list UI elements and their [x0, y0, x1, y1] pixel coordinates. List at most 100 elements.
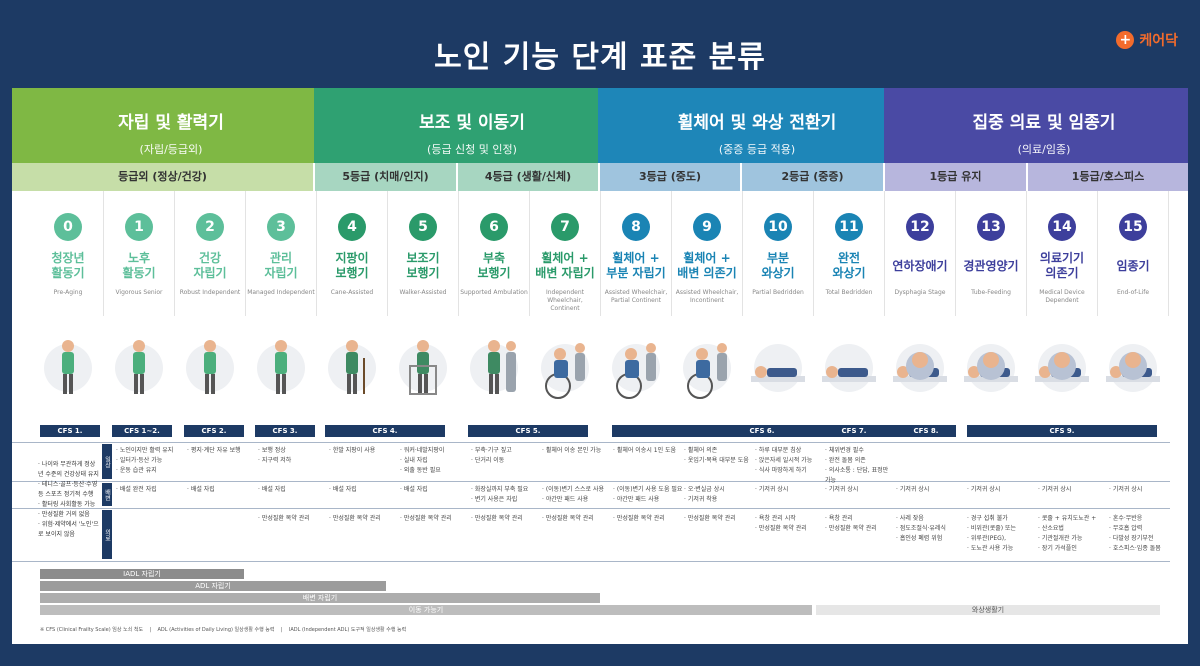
- toilet-bar: 배변 자립기: [40, 593, 600, 603]
- stage-english-name: Assisted Wheelchair, Partial Continent: [604, 289, 668, 304]
- stage-name: 지팡이 보행기: [335, 251, 369, 280]
- medical-cell: · 만성질환 복약 관리: [471, 515, 523, 522]
- elder-illustration: [104, 328, 174, 408]
- grade-label: 2등급 (중증): [742, 163, 885, 191]
- iadl-bar: IADL 자립기: [40, 569, 244, 579]
- phase-title: 휠체어 및 와상 전환기: [677, 113, 837, 133]
- stage-english-name: Medical Device Dependent: [1039, 289, 1085, 304]
- toilet-cell: · 배설 자립: [400, 486, 428, 493]
- daily-cell: · 휠체어 이송 본인 가능: [542, 447, 602, 454]
- elder-illustration: [317, 328, 387, 408]
- phase-header: 자립 및 활력기 (자립/등급외) 보조 및 이동기 (등급 신청 및 인정) …: [12, 88, 1188, 163]
- phase-subtitle: (자립/등급외): [139, 143, 203, 156]
- toilet-cell: · 기저귀 상시: [896, 486, 930, 493]
- stage-number: 15: [1119, 213, 1147, 241]
- daily-cell: · 휠체어 이송시 1인 도움: [613, 447, 677, 454]
- medical-cell: · 만성질환 복약 관리: [329, 515, 381, 522]
- toilet-cell: · 배설 자립: [187, 486, 215, 493]
- row-tag-toilet: 배변: [102, 483, 112, 506]
- stage-name: 청장년 활동기: [51, 251, 85, 280]
- phase-assisted: 보조 및 이동기 (등급 신청 및 인정): [314, 88, 614, 163]
- elder-illustration: [885, 328, 955, 408]
- footnote: ※ CFS (Clinical Frailty Scale) 임상 노쇠 척도 …: [40, 627, 407, 633]
- stage-number: 8: [622, 213, 650, 241]
- stage-name: 휠체어 + 부분 자립기: [606, 251, 666, 280]
- grade-label: 5등급 (치매/인지): [315, 163, 458, 191]
- stage-number: 1: [125, 213, 153, 241]
- page-title: 노인 기능 단계 표준 분류: [434, 40, 766, 75]
- elder-illustration: [246, 328, 316, 408]
- cfs-label: CFS 8.: [896, 425, 956, 437]
- phase-independent: 자립 및 활력기 (자립/등급외): [12, 88, 330, 163]
- mobility-bar: 이동 가능기: [40, 605, 812, 615]
- medical-cell: · 만성질환 복약 관리: [542, 515, 594, 522]
- toilet-cell: · 화장실까지 부축 필요 · 변기 사용은 자립: [471, 486, 529, 503]
- stage-column: 4 지팡이 보행기 Cane-Assisted: [317, 191, 388, 316]
- stage-number: 11: [835, 213, 863, 241]
- stage-name: 의료기기 의존기: [1039, 251, 1085, 280]
- stage-column: 8 휠체어 + 부분 자립기 Assisted Wheelchair, Partia…: [601, 191, 672, 316]
- row-tag-daily: 일상: [102, 444, 112, 479]
- toilet-cell: · 배설 자립: [329, 486, 357, 493]
- cfs-label: CFS 3.: [255, 425, 315, 437]
- stage-name: 휠체어 + 배변 자립기: [535, 251, 595, 280]
- elder-illustration: [672, 328, 742, 408]
- row-tag-medical: 의료: [102, 510, 112, 559]
- stage-number: 3: [267, 213, 295, 241]
- stage-column: 14 의료기기 의존기 Medical Device Dependent: [1027, 191, 1098, 316]
- stage-english-name: Pre-Aging: [53, 289, 83, 296]
- stage-number: 6: [480, 213, 508, 241]
- stage-name: 연하장애기: [892, 258, 948, 273]
- stage-number: 7: [551, 213, 579, 241]
- medical-cell: · 욕창 관리 시작 · 만성질환 복약 관리: [755, 515, 807, 532]
- elder-illustration: [743, 328, 813, 408]
- stage-english-name: Walker-Assisted: [399, 289, 447, 296]
- cfs-label: CFS 4.: [325, 425, 445, 437]
- plus-circle-icon: +: [1116, 31, 1135, 49]
- stage-english-name: Independent Wheelchair, Continent: [545, 289, 585, 312]
- grade-label: 1등급/호스피스: [1028, 163, 1188, 191]
- daily-cell: · 한발 지팡이 사용: [329, 447, 376, 454]
- medical-cell: · 경구 섭취 불가 · 비위관(콧줄) 또는 · 위루관(PEG), · 도뇨…: [967, 515, 1017, 552]
- daily-cell: · 보행 정상 · 지구력 저하: [258, 447, 292, 464]
- stage-column: 0 청장년 활동기 Pre-Aging: [33, 191, 104, 316]
- phase-title: 집중 의료 및 임종기: [972, 113, 1116, 133]
- phase-wheelchair: 휠체어 및 와상 전환기 (중증 등급 적용): [598, 88, 900, 163]
- phase-title: 보조 및 이동기: [419, 113, 525, 133]
- stage-number: 4: [338, 213, 366, 241]
- stage-english-name: Assisted Wheelchair, Incontinent: [675, 289, 739, 304]
- phase-medical: 집중 의료 및 임종기 (의료/임종): [884, 88, 1188, 163]
- elder-illustration: [388, 328, 458, 408]
- stage-number: 14: [1048, 213, 1076, 241]
- stage-english-name: End-of-Life: [1116, 289, 1150, 296]
- cfs-label: CFS 9.: [967, 425, 1157, 437]
- elder-illustration: [459, 328, 529, 408]
- medical-cell: · 욕창 관리 · 만성질환 복약 관리: [825, 515, 877, 532]
- toilet-cell: · 기저귀 상시: [967, 486, 1001, 493]
- stage-number: 9: [693, 213, 721, 241]
- stage-english-name: Robust Independent: [179, 289, 241, 296]
- stage-number: 0: [54, 213, 82, 241]
- cfs-label: CFS 2.: [184, 425, 244, 437]
- medical-cell: · 만성질환 복약 관리: [613, 515, 665, 522]
- daily-cell: · 워커·네발지팡이 · 실내 자립 · 외출 동반 필요: [400, 447, 445, 474]
- daily-cell: · 체위변경 필수 · 완전 돌봄 의존 · 의사소통 : 단답, 표정만 가능: [825, 447, 889, 484]
- stage-english-name: Cane-Assisted: [330, 289, 374, 296]
- brand-logo: + 케어닥: [1116, 30, 1178, 50]
- stage-name: 보조기 보행기: [406, 251, 440, 280]
- grade-label: 1등급 유지: [885, 163, 1028, 191]
- stage-english-name: Partial Bedridden: [752, 289, 804, 296]
- elder-illustration: [1098, 328, 1168, 408]
- cfs-label: CFS 7.: [824, 425, 884, 437]
- medical-cell: · 혼수·무반응 · 무호흡 압력 · 다발성 장기부전 · 호스피스·임종 돌…: [1109, 515, 1161, 552]
- medical-cell: · 만성질환 복약 관리: [258, 515, 310, 522]
- cfs-label: CFS 5.: [468, 425, 588, 437]
